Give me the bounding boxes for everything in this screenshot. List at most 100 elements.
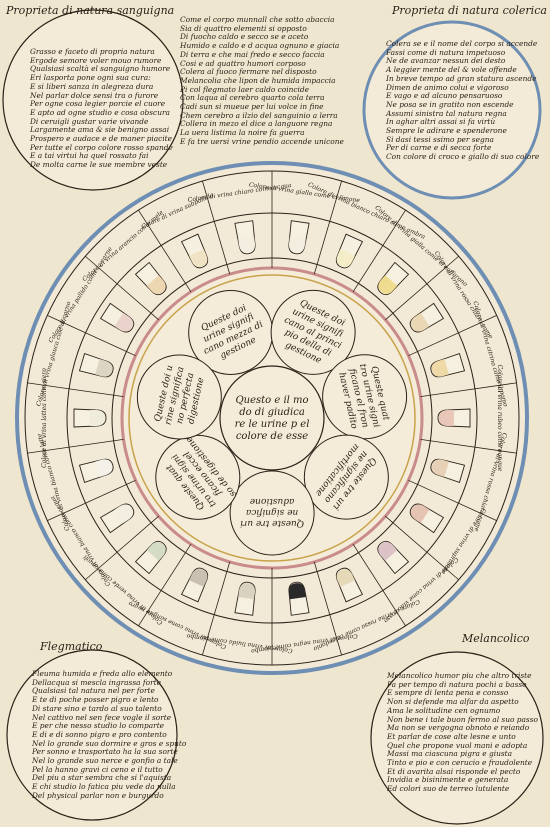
verse-line: E per che nesso studio lo comparte [32, 721, 165, 731]
verse-line: Eri lasporta pone ogni sua cura: [30, 73, 151, 83]
flask-fill [378, 275, 398, 295]
urine-flask [234, 220, 256, 255]
verse-line: Non si defende ma alfar da aspetto [387, 697, 519, 707]
urine-flask [437, 408, 471, 428]
urine-flask [430, 353, 466, 378]
ring-spoke [385, 515, 459, 581]
verse-line: Per sonno e trasportato ha la sua sorte [32, 747, 178, 757]
flask-fill [95, 359, 113, 377]
urine-flask [134, 540, 167, 575]
verse-line: Di terra e che mai fredo e secco faccia [180, 49, 325, 59]
verse-line: Fa per tempo di natura pochi a basso [387, 679, 527, 689]
urine-flask [288, 220, 310, 255]
ring-spoke [408, 315, 497, 357]
flask-fill [288, 236, 306, 253]
verse-line: Nel cattivo nel sen fece vogle il sorte [32, 712, 172, 722]
ring-spoke [85, 255, 159, 321]
verse-line: Ne de avanzar nessun dei desto [386, 56, 506, 66]
urine-flask [99, 302, 135, 333]
verse-line: Qualsiasi tal natura nel per forte [32, 686, 155, 696]
verse-line: Et parlar de cose alte lesne e unto [387, 731, 516, 741]
verse-line: Non bene i tale buon fermo al suo passo [387, 714, 538, 724]
center-label-line-3: re le urine p el [235, 419, 310, 430]
urine-color-label: Colore di vrina lattea come siero [41, 368, 48, 468]
urine-flask [99, 503, 135, 534]
verse-line: A leggier mente del & vole offende [386, 65, 517, 75]
flask-fill [95, 459, 113, 477]
verse-line: Sempre le adirare e spenderone [386, 126, 507, 136]
flask-fill [336, 249, 355, 268]
flask-fill [189, 249, 208, 268]
ring-spoke [408, 479, 497, 521]
verse-line: E vago e ad alcuno pensaruoso [386, 91, 503, 101]
verse-line: Grasso e faceto di propria natura [30, 47, 155, 56]
ring-spoke [85, 515, 159, 581]
inner-judgment-circle: Queste quattro urine significano el fron… [322, 354, 408, 440]
urine-flask [288, 581, 310, 616]
verse-line: E a tai virtui ha quel rossato fai [30, 151, 149, 161]
center-circle [219, 365, 325, 471]
urine-flask [78, 458, 114, 483]
verse-line: Tinto e pio e con cerucio e fraudolente [387, 758, 533, 768]
flask-fill [189, 568, 208, 587]
bottom-left-corner-circle [6, 649, 178, 821]
verse-line: De molta carne le sue membre veste [30, 160, 168, 170]
verse-line: Massi ma ciascuna pigra e giusta [387, 749, 513, 759]
center-label-line-2: do di giudica [239, 407, 305, 418]
verse-line: Cosi e ad quattro humori corposo [180, 58, 306, 68]
verse-line: Ne posa se in gratito non escende [386, 99, 514, 109]
urine-flask [335, 233, 364, 269]
verse-line: Di ceruigli gustar varie vivande [30, 116, 149, 126]
flask-fill [410, 504, 430, 524]
urine-flask [335, 567, 364, 603]
verse-line: Colera se e il nome del corpo si accende [386, 39, 538, 48]
verse-line: Melancolia che lipon de humida impaccia [180, 75, 336, 85]
top-right-corner-text: Colera se e il nome del corpo si accende… [386, 39, 540, 162]
verse-line: Cadi sun si mueue per lui volce in fine [180, 102, 324, 112]
urine-flask [234, 581, 256, 616]
verse-line: Largamente ama & sie benigno assai [30, 125, 170, 135]
ring-spoke [420, 438, 517, 454]
verse-line: Con colore di croco e giallo di suo colo… [386, 152, 540, 162]
verse-line: Assumi sinistra tal natura regna [386, 108, 507, 118]
flask-fill [114, 312, 134, 332]
ring-spoke [352, 543, 406, 627]
verse-line: Ed colori suo de terreo lutulente [387, 784, 510, 794]
urine-flask [73, 408, 107, 428]
verse-line: E chi studio lo fatica piu vede da nulla [32, 782, 176, 792]
ring-spoke [202, 180, 231, 275]
verse-line: Nel parlar dolce sensi tra o furore [30, 90, 159, 100]
verse-line: Di fuocho caldo e secco se e aceto [180, 32, 309, 42]
verse-line: Sia di quattro elementi si opposto [180, 23, 307, 33]
verse-line: Con laqua al cerebro quarto cola terra [180, 93, 325, 103]
bottom-left-title: Flegmatico [40, 640, 103, 653]
verse-line: Qualsiasi scaltà el sanguigno humore [30, 64, 171, 74]
ring-spoke [27, 382, 124, 398]
flask-fill [410, 312, 430, 332]
verse-line: Per ogne cosa legier porcie el cuore [30, 99, 166, 109]
urine-flask [430, 458, 466, 483]
verse-line: Per di carne e di secca forte [386, 143, 492, 153]
ring-spoke [47, 479, 136, 521]
verse-line: La uera listima la noire fa guerra [180, 128, 305, 138]
urine-flask [134, 261, 167, 296]
inner-judgment-circle: Queste quattro urine significano eccelso… [155, 434, 241, 520]
urine-color-label: Colore di vrina rubeo come sangue [496, 365, 503, 472]
ring-spoke [47, 315, 136, 357]
ring-spoke [27, 438, 124, 454]
verse-line: Di stare sino e tardo al suo talento [32, 703, 162, 713]
verse-line: Humido e caldo e d acqua ognuno e giacia [180, 41, 340, 51]
urine-flask [409, 503, 445, 534]
verse-line: Et di avarita alsai risponde el pecto [387, 766, 521, 776]
verse-line: Del physical parlar non e burgurdo [32, 790, 164, 800]
urine-flask [377, 261, 410, 296]
verse-line: Pel la hanno gravi ci ceno e il tutto [32, 764, 163, 774]
verse-line: Colera al fuoco fermare nel disposto [180, 67, 317, 77]
flask-fill [146, 541, 166, 561]
